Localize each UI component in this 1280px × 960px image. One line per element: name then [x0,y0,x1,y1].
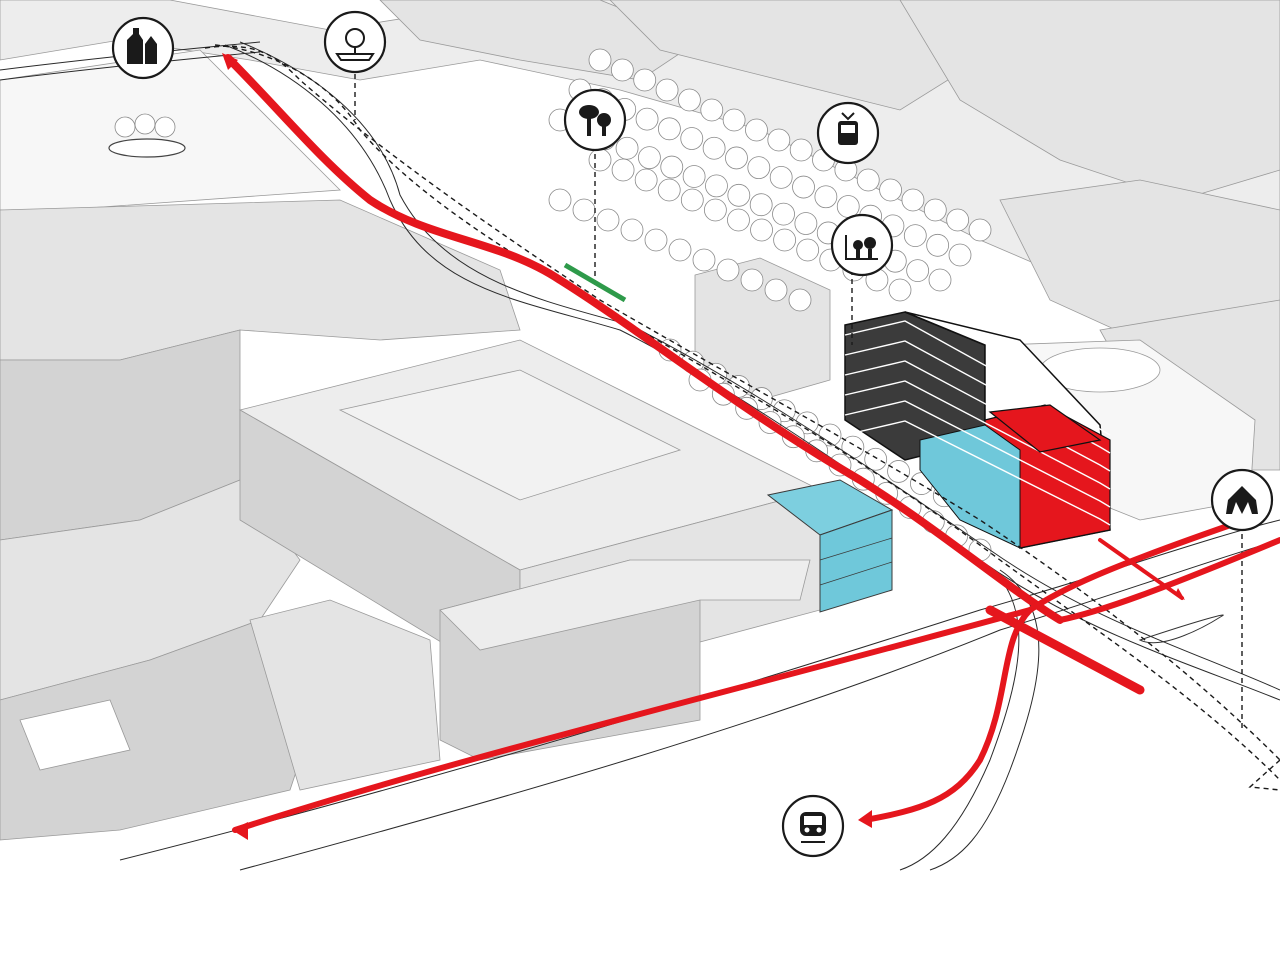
proposal-blue-block [766,479,894,613]
metro-icon [781,794,845,858]
tree [792,175,815,199]
tree [928,268,952,292]
tree [680,127,704,150]
courtyard-block [238,339,822,761]
tree [596,208,620,232]
tree [620,218,644,242]
tree [705,174,728,198]
tree [692,248,716,272]
green-link [563,262,627,303]
tram-icon [816,101,880,165]
tree [548,188,572,212]
tree [611,158,635,182]
tree [795,411,819,435]
tree [926,233,950,257]
floor-stripe [844,380,1111,490]
tree [703,198,727,222]
tree [680,188,704,212]
park-trees-icon [563,88,627,152]
tree [901,188,925,212]
tree [588,48,612,72]
tree [856,168,880,192]
tree [638,146,661,170]
tree [660,155,684,179]
tree [773,228,797,252]
tree [747,156,771,180]
tree [615,136,639,160]
tree [644,228,668,252]
tree [740,268,764,292]
tree [702,136,726,160]
tree [635,107,659,131]
tree [764,278,788,302]
tree [750,218,773,242]
tree [655,78,679,102]
tree [657,178,681,202]
tree [682,165,706,188]
tree [772,202,795,226]
tree [634,168,658,192]
tree [722,108,746,132]
fountain-basin-icon [323,10,387,74]
floor-stripe [844,320,1111,436]
tree [903,224,927,247]
tree [946,208,970,232]
tree [668,238,692,262]
floor-stripe [844,420,1111,526]
dashed-connection-lines [204,44,1280,791]
tree [588,148,612,172]
tree [769,165,793,189]
tree [727,183,751,207]
tree [678,88,701,112]
tree [767,128,791,152]
tree [968,218,992,242]
tree [716,258,740,282]
tree [796,238,820,262]
tree [864,447,888,471]
tree [836,195,860,218]
plaza-trees [108,113,186,158]
floor-stripe [844,400,1111,508]
circus-tent-icon [1210,468,1274,532]
tree [789,138,813,162]
tree [906,259,930,282]
market-stalls-icon [830,213,894,277]
tree [888,278,912,302]
historic-buildings-icon [111,16,175,80]
tree [725,146,748,170]
context-buildings-west [0,199,521,841]
floor-stripe [844,340,1111,454]
tree [658,117,681,141]
tree [745,118,768,142]
tree [794,212,818,235]
tree [879,178,902,202]
tree [633,68,657,92]
tree [700,98,724,122]
tree [788,288,812,312]
tree [948,243,972,267]
tree [572,198,596,222]
tree [923,198,947,222]
main-proposal-building [844,311,1111,549]
tree [610,58,634,82]
tree [814,185,838,209]
tree [727,208,750,232]
pedestrian-routes [222,53,1280,840]
tree [749,193,773,217]
